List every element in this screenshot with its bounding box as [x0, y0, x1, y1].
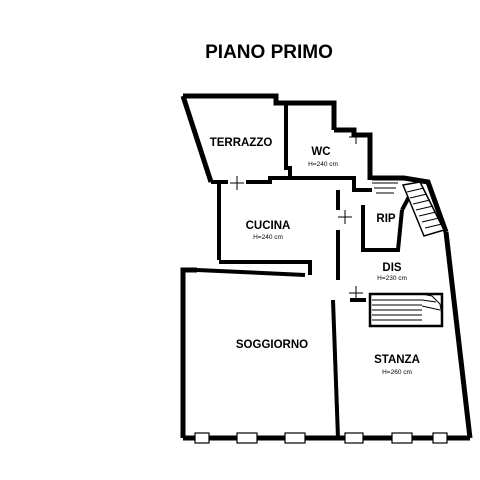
room-stanza-height: H=260 cm — [382, 369, 412, 376]
plan-title: PIANO PRIMO — [205, 42, 333, 63]
outer-walls — [180, 93, 473, 441]
door-markers — [230, 130, 363, 300]
room-dis-height: H=230 cm — [377, 275, 407, 282]
room-cucina-height: H=240 cm — [253, 234, 283, 241]
room-cucina-label: CUCINA — [246, 220, 291, 232]
inner-walls — [196, 103, 420, 439]
stair-upper — [401, 181, 446, 237]
room-rip-label: RIP — [376, 213, 396, 225]
room-dis-label: DIS — [382, 262, 402, 274]
stair-lower — [368, 292, 444, 328]
room-wc-label: WC — [311, 146, 330, 158]
stair-small — [372, 182, 398, 194]
room-stanza-label: STANZA — [374, 354, 420, 366]
room-soggiorno-label: SOGGIORNO — [236, 339, 308, 351]
windows — [194, 432, 448, 444]
room-terrazzo-label: TERRAZZO — [210, 137, 273, 149]
room-wc-height: H=240 cm — [308, 161, 338, 168]
